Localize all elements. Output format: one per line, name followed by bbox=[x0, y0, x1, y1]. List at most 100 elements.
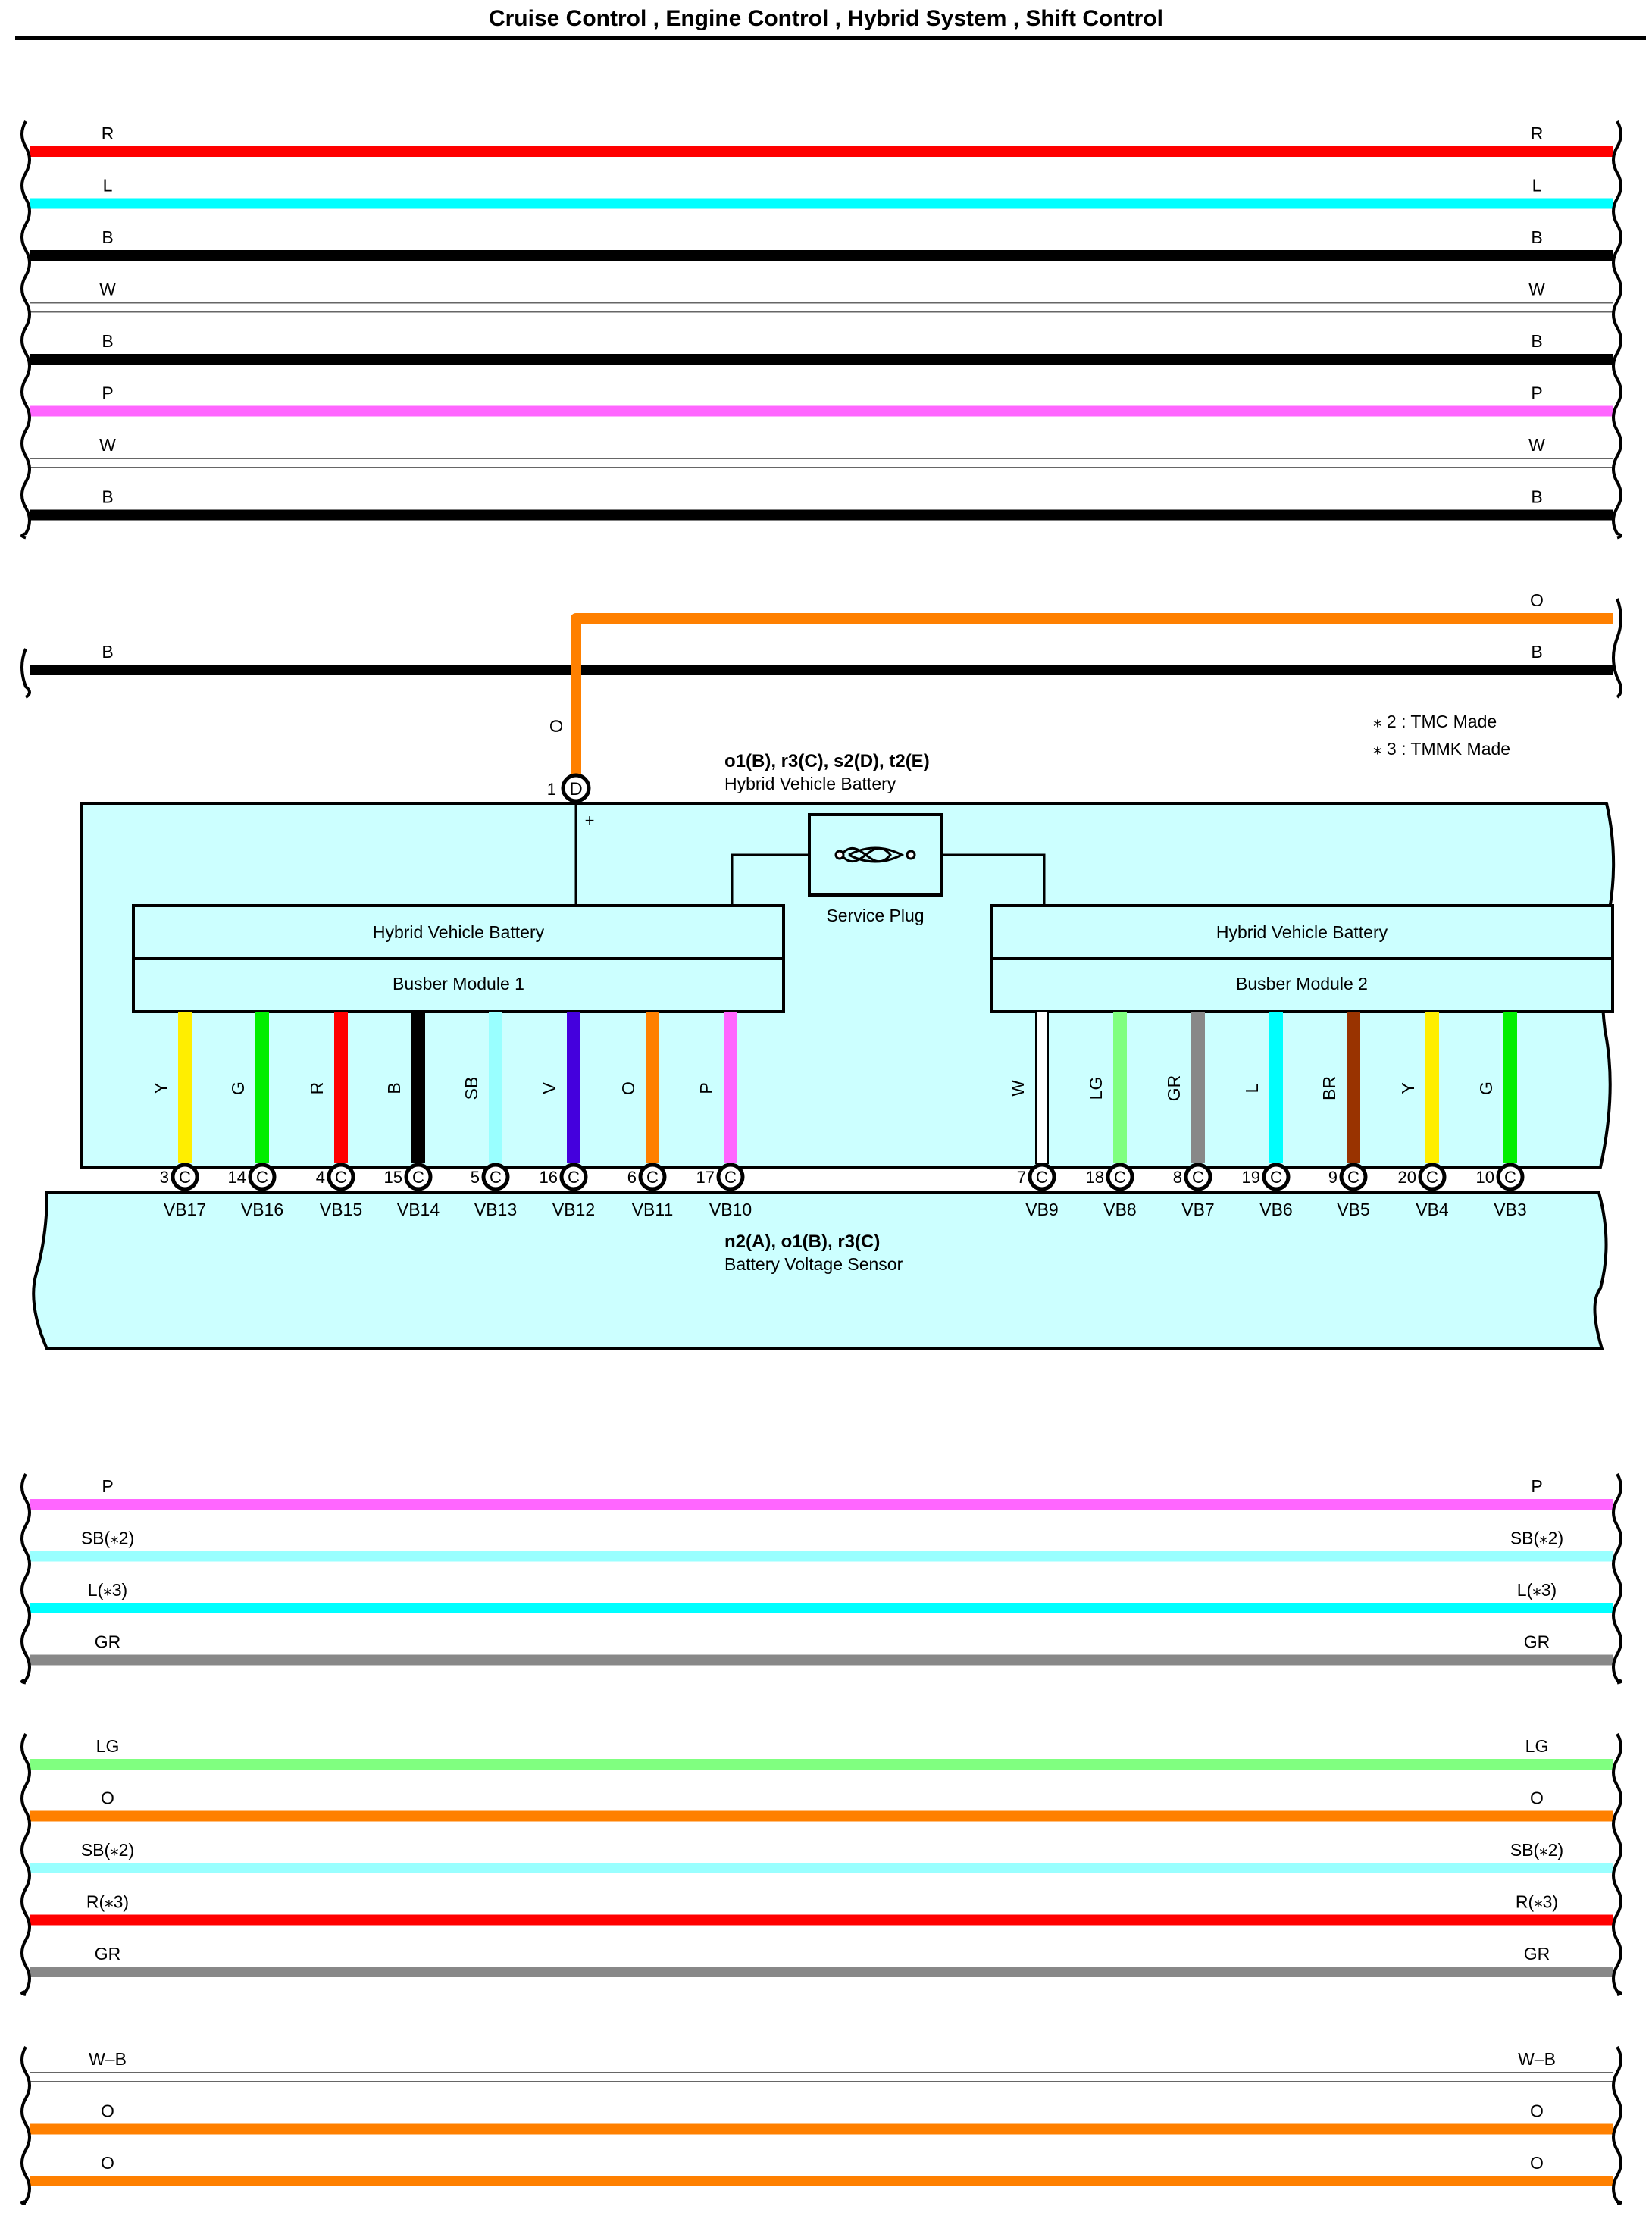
terminal-circle bbox=[716, 1163, 745, 1191]
wire-label-left: L(⁎3) bbox=[88, 1580, 127, 1600]
battery-code: o1(B), r3(C), s2(D), t2(E) bbox=[724, 751, 930, 771]
wire-label-right: LG bbox=[1525, 1736, 1549, 1756]
terminal-pin: 8 bbox=[1173, 1168, 1182, 1187]
terminal-signal: VB6 bbox=[1259, 1200, 1292, 1219]
terminal-circle bbox=[1262, 1163, 1291, 1191]
internal-line bbox=[731, 853, 809, 906]
terminal-circle bbox=[404, 1163, 433, 1191]
wire-label-right: SB(⁎2) bbox=[1510, 1840, 1563, 1860]
terminal-connector: C bbox=[1114, 1168, 1126, 1187]
terminal-pin: 6 bbox=[627, 1168, 637, 1187]
terminal-wire-label: GR bbox=[1164, 1075, 1184, 1102]
terminal-pin: 14 bbox=[228, 1168, 246, 1187]
wire-label-left: W bbox=[99, 435, 116, 455]
wire-label-right: B bbox=[1531, 331, 1542, 351]
terminal-connector: C bbox=[256, 1168, 268, 1187]
terminal-signal: VB11 bbox=[632, 1200, 674, 1219]
terminal-circle bbox=[1496, 1163, 1525, 1191]
wire-label-left: O bbox=[101, 2153, 114, 2173]
fuse-symbol bbox=[848, 846, 905, 863]
wire-label-right: L bbox=[1532, 176, 1542, 196]
terminal-pin: 17 bbox=[696, 1168, 715, 1187]
terminal-wire-label: BR bbox=[1319, 1076, 1339, 1100]
wire-label-right: R bbox=[1531, 124, 1544, 143]
wire-label-right: W–B bbox=[1518, 2049, 1556, 2069]
terminal-connector: D bbox=[569, 779, 582, 800]
terminal-pin: 19 bbox=[1242, 1168, 1260, 1187]
terminal-circle bbox=[561, 773, 591, 803]
wire-label-left: B bbox=[102, 487, 113, 507]
terminal-wire-label: G bbox=[1476, 1081, 1496, 1095]
fuse-end bbox=[906, 850, 916, 860]
module-name: Busber Module 2 bbox=[1236, 974, 1368, 994]
wire-label-right: B bbox=[1531, 227, 1542, 247]
wire-label-right: P bbox=[1531, 383, 1542, 403]
terminal-wire-label: LG bbox=[1086, 1077, 1106, 1100]
terminal-wire-label: B bbox=[384, 1082, 404, 1094]
terminal-connector: C bbox=[646, 1168, 659, 1187]
wire-label-left: GR bbox=[95, 1632, 121, 1652]
wire-label-left: SB(⁎2) bbox=[81, 1529, 134, 1548]
battery-voltage-sensor bbox=[32, 1191, 1608, 1350]
terminal-wire-label: Y bbox=[151, 1082, 171, 1094]
terminal-signal: VB5 bbox=[1337, 1200, 1369, 1219]
terminal-pin: 7 bbox=[1017, 1168, 1026, 1187]
terminal-signal: VB13 bbox=[474, 1200, 517, 1219]
terminal-pin: 4 bbox=[316, 1168, 325, 1187]
terminal-pin: 16 bbox=[540, 1168, 558, 1187]
wire-label-right: O bbox=[1530, 2153, 1544, 2173]
terminal-pin: 3 bbox=[160, 1168, 169, 1187]
wire-label-left: B bbox=[102, 227, 113, 247]
terminal-connector: C bbox=[568, 1168, 580, 1187]
bundle-break bbox=[1612, 598, 1622, 699]
wire-label-right: GR bbox=[1524, 1944, 1550, 1964]
note-text: ⁎ 2 : TMC Made bbox=[1373, 712, 1497, 731]
terminal-wire-label: SB bbox=[461, 1077, 481, 1100]
bundle-break bbox=[20, 120, 31, 540]
terminal-wire-label: R bbox=[307, 1082, 327, 1095]
terminal-signal: VB14 bbox=[397, 1200, 440, 1219]
terminal-connector: C bbox=[1504, 1168, 1516, 1187]
terminal-circle bbox=[1184, 1163, 1212, 1191]
service-plug-label: Service Plug bbox=[826, 906, 924, 925]
fuse-end bbox=[834, 850, 845, 860]
bundle-break bbox=[20, 1472, 31, 1685]
terminal-connector: C bbox=[1036, 1168, 1048, 1187]
bundle-break bbox=[1612, 1472, 1622, 1685]
wire-label-left: LG bbox=[96, 1736, 120, 1756]
terminal-circle bbox=[481, 1163, 510, 1191]
sensor-name: Battery Voltage Sensor bbox=[724, 1254, 903, 1274]
terminal-circle bbox=[171, 1163, 199, 1191]
battery-section: ⁎ 2 : TMC Made ⁎ 3 : TMMK Made o1(B), r3(C… bbox=[32, 712, 1616, 1350]
wire-label-right: O bbox=[1530, 1788, 1544, 1808]
wire-label-left: R(⁎3) bbox=[86, 1892, 129, 1912]
note-text: ⁎ 3 : TMMK Made bbox=[1373, 739, 1510, 759]
terminal-signal: VB3 bbox=[1494, 1200, 1526, 1219]
wire-label-left: O bbox=[101, 1788, 114, 1808]
terminal-wire-label: L bbox=[1242, 1083, 1262, 1093]
wire-label-left: GR bbox=[95, 1944, 121, 1964]
terminal-circle bbox=[1339, 1163, 1368, 1191]
terminal-wire-label: P bbox=[696, 1082, 716, 1094]
bundle-break bbox=[1612, 1732, 1622, 1996]
terminal-connector: C bbox=[179, 1168, 191, 1187]
wire-label-left: O bbox=[101, 2101, 114, 2121]
terminal-connector: C bbox=[1270, 1168, 1282, 1187]
wire-label-right: SB(⁎2) bbox=[1510, 1529, 1563, 1548]
wire-label-left: L bbox=[103, 176, 113, 196]
wire-label-right: L(⁎3) bbox=[1517, 1580, 1557, 1600]
wire-label-right: GR bbox=[1524, 1632, 1550, 1652]
module-name: Busber Module 1 bbox=[393, 974, 524, 994]
wire-label-right: O bbox=[1530, 2101, 1544, 2121]
module-title: Hybrid Vehicle Battery bbox=[1216, 922, 1388, 942]
terminal-pin: 10 bbox=[1476, 1168, 1494, 1187]
terminal-signal: VB15 bbox=[320, 1200, 362, 1219]
bundle-break bbox=[1612, 120, 1622, 540]
terminal-connector: C bbox=[724, 1168, 737, 1187]
terminal-signal: VB17 bbox=[164, 1200, 206, 1219]
wire-label-left: W–B bbox=[89, 2049, 127, 2069]
terminal-pin: 20 bbox=[1398, 1168, 1416, 1187]
wire-O-branch bbox=[571, 613, 1613, 788]
